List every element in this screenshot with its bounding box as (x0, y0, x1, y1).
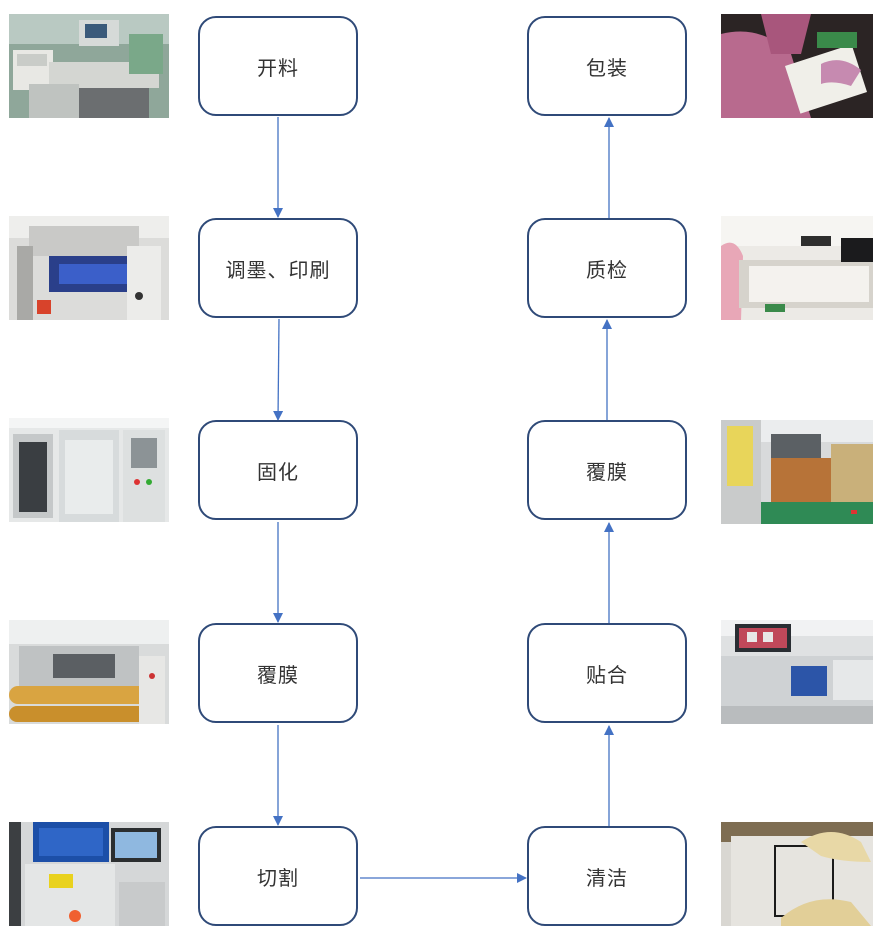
arrow-yinshua-to-guhua (273, 318, 284, 421)
process-step-zhijian: 质检 (527, 218, 687, 318)
process-step-guhua: 固化 (198, 420, 358, 520)
process-step-baozhuang: 包装 (527, 16, 687, 116)
printing-machine-photo (9, 216, 169, 320)
curing-oven-photo (9, 418, 169, 522)
process-step-kailiao: 开料 (198, 16, 358, 116)
manual-cleaning-photo (721, 822, 873, 926)
process-step-qingjie: 清洁 (527, 826, 687, 926)
process-step-tiehe: 贴合 (527, 623, 687, 723)
process-step-fumo-left: 覆膜 (198, 623, 358, 723)
cutting-machine-photo (9, 14, 169, 118)
laser-cutter-photo (9, 822, 169, 926)
packing-worker-photo (721, 14, 873, 118)
process-step-fumo-right: 覆膜 (527, 420, 687, 520)
film-coating-machine-photo (721, 420, 873, 524)
process-step-tiaomo-yinshua: 调墨、印刷 (198, 218, 358, 318)
laminating-roller-photo (9, 620, 169, 724)
process-step-qiege: 切割 (198, 826, 358, 926)
bonding-line-photo (721, 620, 873, 724)
inspection-table-photo (721, 216, 873, 320)
